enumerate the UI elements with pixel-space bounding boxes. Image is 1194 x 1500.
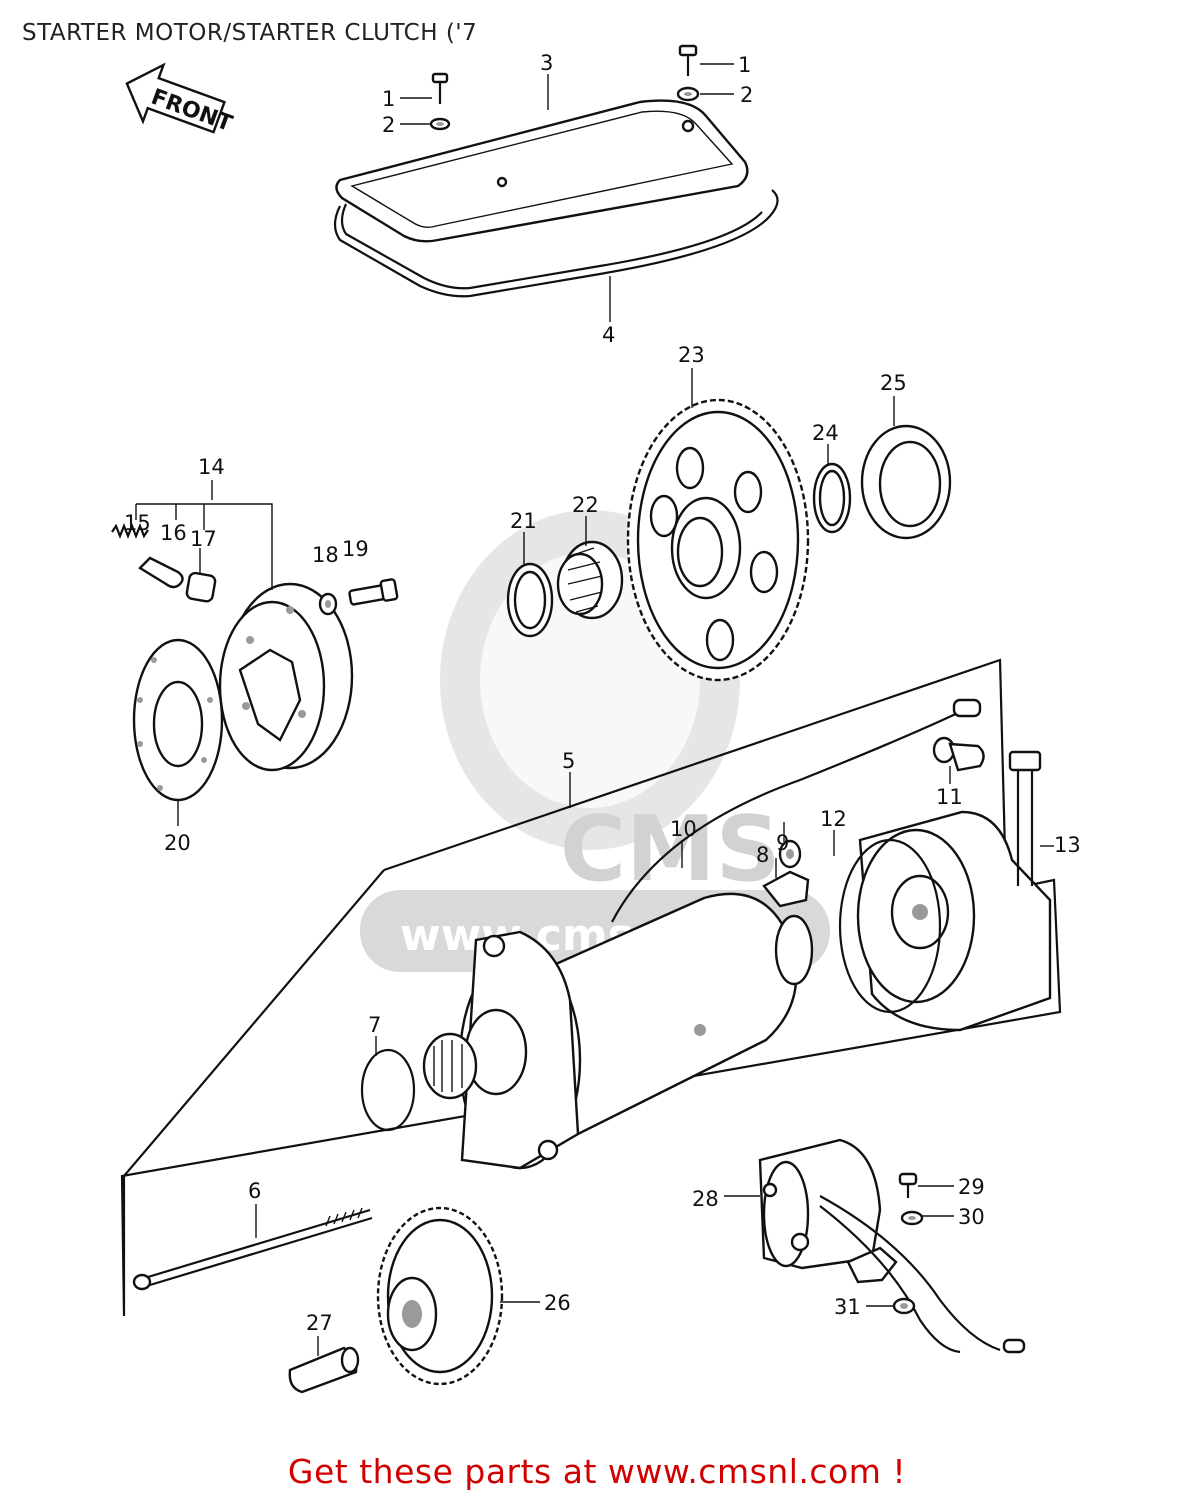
callout-24: 24 — [812, 421, 839, 445]
page-title: STARTER MOTOR/STARTER CLUTCH ('7 — [22, 20, 478, 46]
bolt-1-right-part — [676, 44, 700, 102]
bolt-1-left-part — [429, 72, 451, 131]
callout-30: 30 — [958, 1205, 985, 1229]
callout-19: 19 — [342, 537, 369, 561]
callout-3: 3 — [540, 51, 553, 75]
callout-29: 29 — [958, 1175, 985, 1199]
starter-motor-panel-outline — [120, 658, 1062, 1317]
callout-1-left: 1 — [382, 87, 395, 111]
callout-25: 25 — [880, 371, 907, 395]
callout-2-right: 2 — [740, 83, 753, 107]
idler-gear-26-part — [376, 1206, 504, 1386]
callout-16: 16 — [160, 521, 187, 545]
callout-10: 10 — [670, 817, 697, 841]
bolt-29-part — [898, 1172, 918, 1198]
front-arrow-icon: FRONT — [125, 62, 235, 137]
idler-shaft-27-part — [288, 1346, 360, 1394]
starter-cable-10-part — [611, 698, 982, 923]
cmsnl-parts-link[interactable]: Get these parts at www.cmsnl.com ! — [287, 1452, 907, 1491]
o-ring-7-part — [360, 1048, 416, 1132]
callout-17: 17 — [190, 527, 217, 551]
starter-motor-body-part — [422, 892, 814, 1170]
callout-27: 27 — [306, 1311, 333, 1335]
callout-9: 9 — [776, 831, 789, 855]
starter-clutch-gear-23-part — [626, 398, 810, 682]
grommet-11-part — [932, 736, 985, 772]
cover-gasket-part — [333, 189, 779, 298]
callout-6: 6 — [248, 1179, 261, 1203]
callout-26: 26 — [544, 1291, 571, 1315]
clutch-roller-part — [185, 571, 217, 603]
callout-28: 28 — [692, 1187, 719, 1211]
callout-20: 20 — [164, 831, 191, 855]
callout-14: 14 — [198, 455, 225, 479]
callout-21: 21 — [510, 509, 537, 533]
o-ring-12-part — [838, 838, 942, 1014]
through-bolt-6-part — [132, 1207, 373, 1291]
callout-11: 11 — [936, 785, 963, 809]
starter-relay-28-part — [758, 1138, 1026, 1354]
washer-30-part — [900, 1210, 924, 1226]
callout-18: 18 — [312, 543, 339, 567]
clutch-body-part — [218, 582, 354, 772]
callout-22: 22 — [572, 493, 599, 517]
callout-numbers: 1 1 2 2 3 4 5 6 7 8 9 10 11 12 13 14 15 … — [124, 51, 1081, 1335]
callout-13: 13 — [1054, 833, 1081, 857]
callout-31: 31 — [834, 1295, 861, 1319]
starter-cover-part — [335, 99, 749, 243]
needle-bearing-22-part — [556, 540, 624, 620]
bolt-19-part — [348, 578, 399, 606]
callout-7: 7 — [368, 1013, 381, 1037]
callout-23: 23 — [678, 343, 705, 367]
washer-24-part — [812, 462, 852, 534]
oil-seal-25-part — [860, 424, 952, 540]
washer-21-part — [506, 562, 554, 638]
starter-end-cover-part — [856, 810, 1052, 1032]
clutch-pin-part — [138, 556, 184, 589]
clutch-spring-part — [111, 523, 149, 539]
callout-2-left: 2 — [382, 113, 395, 137]
callout-15: 15 — [124, 511, 151, 535]
callout-1-right: 1 — [738, 53, 751, 77]
nut-31-part — [892, 1297, 916, 1315]
brush-holder-part — [762, 839, 810, 908]
callout-8: 8 — [756, 843, 769, 867]
callout-5: 5 — [562, 749, 575, 773]
clutch-plate-part — [132, 638, 224, 802]
callout-12: 12 — [820, 807, 847, 831]
washer-18-part — [318, 592, 338, 616]
callout-4: 4 — [602, 323, 615, 347]
callout-leader-lines — [135, 63, 1054, 1356]
bolt-13-part — [1008, 750, 1042, 886]
